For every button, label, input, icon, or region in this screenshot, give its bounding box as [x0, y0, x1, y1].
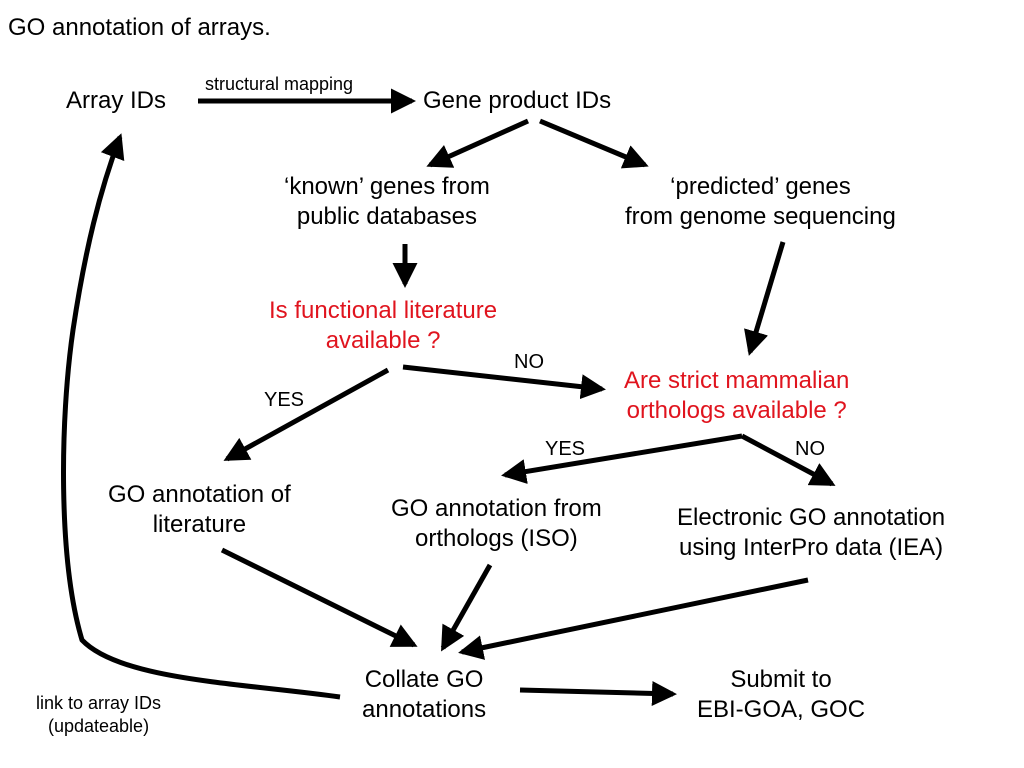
- node-predicted-genes: ‘predicted’ genes from genome sequencing: [625, 172, 896, 232]
- arrow-collate-to-submit: [519, 680, 677, 706]
- node-go-literature: GO annotation of literature: [108, 480, 291, 540]
- node-go-literature-line1: GO annotation of: [108, 481, 291, 508]
- arrow-orthologs-yes: [501, 433, 743, 484]
- edge-label-link-line2: (updateable): [47, 715, 150, 736]
- arrow-literature-no: [402, 364, 606, 400]
- edge-label-link-line1: link to array IDs: [36, 693, 162, 713]
- node-collate-line2: annotations: [362, 696, 487, 723]
- page-title: GO annotation of arrays.: [8, 14, 271, 41]
- node-predicted-genes-line1: ‘predicted’ genes: [670, 173, 851, 200]
- edge-label-orthologs-yes: YES: [545, 438, 586, 460]
- arrow-link-to-array-ids: [61, 133, 341, 700]
- arrow-electronic-to-collate: [458, 577, 809, 660]
- arrow-gene-product-to-predicted: [539, 118, 649, 169]
- node-known-genes-line2: public databases: [296, 203, 477, 230]
- node-predicted-genes-line2: from genome sequencing: [625, 203, 896, 230]
- arrow-orthologs-to-collate: [440, 563, 493, 652]
- arrow-gene-product-to-known: [426, 118, 530, 168]
- node-functional-literature-line2: available ?: [325, 327, 441, 354]
- arrow-predicted-to-orthologs-question: [744, 241, 786, 356]
- edge-label-literature-yes: YES: [264, 389, 305, 411]
- node-collate-line1: Collate GO: [364, 666, 484, 693]
- edge-label-literature-no: NO: [514, 351, 544, 373]
- node-submit-line1: Submit to: [730, 666, 832, 693]
- edge-label-structural-mapping: structural mapping: [205, 74, 354, 94]
- edge-label-link-array-ids: link to array IDs (updateable): [36, 692, 161, 737]
- node-go-literature-line2: literature: [152, 511, 247, 538]
- node-mammalian-orthologs-question: Are strict mammalian orthologs available…: [624, 366, 849, 426]
- node-functional-literature-question: Is functional literature available ?: [269, 296, 497, 356]
- node-electronic-go: Electronic GO annotation using InterPro …: [677, 503, 945, 563]
- node-electronic-go-line1: Electronic GO annotation: [677, 504, 946, 531]
- node-submit: Submit to EBI-GOA, GOC: [697, 665, 865, 725]
- node-mammalian-orthologs-line2: orthologs available ?: [626, 397, 847, 424]
- node-go-orthologs: GO annotation from orthologs (ISO): [391, 494, 602, 554]
- node-go-orthologs-line2: orthologs (ISO): [415, 525, 578, 552]
- node-gene-product-ids: Gene product IDs: [423, 87, 612, 114]
- arrow-literature-to-collate: [220, 547, 418, 648]
- arrow-literature-yes: [223, 367, 390, 462]
- node-submit-line2: EBI-GOA, GOC: [697, 696, 866, 723]
- node-electronic-go-line2: using InterPro data (IEA): [679, 534, 944, 561]
- node-mammalian-orthologs-line1: Are strict mammalian: [624, 367, 850, 394]
- arrow-orthologs-no: [740, 433, 836, 487]
- node-array-ids: Array IDs: [66, 87, 167, 114]
- node-known-genes-line1: ‘known’ genes from: [284, 173, 490, 200]
- node-functional-literature-line1: Is functional literature: [269, 297, 498, 324]
- node-go-orthologs-line1: GO annotation from: [391, 495, 602, 522]
- edge-label-orthologs-no: NO: [795, 438, 825, 460]
- node-collate: Collate GO annotations: [362, 665, 486, 725]
- node-known-genes: ‘known’ genes from public databases: [284, 172, 490, 232]
